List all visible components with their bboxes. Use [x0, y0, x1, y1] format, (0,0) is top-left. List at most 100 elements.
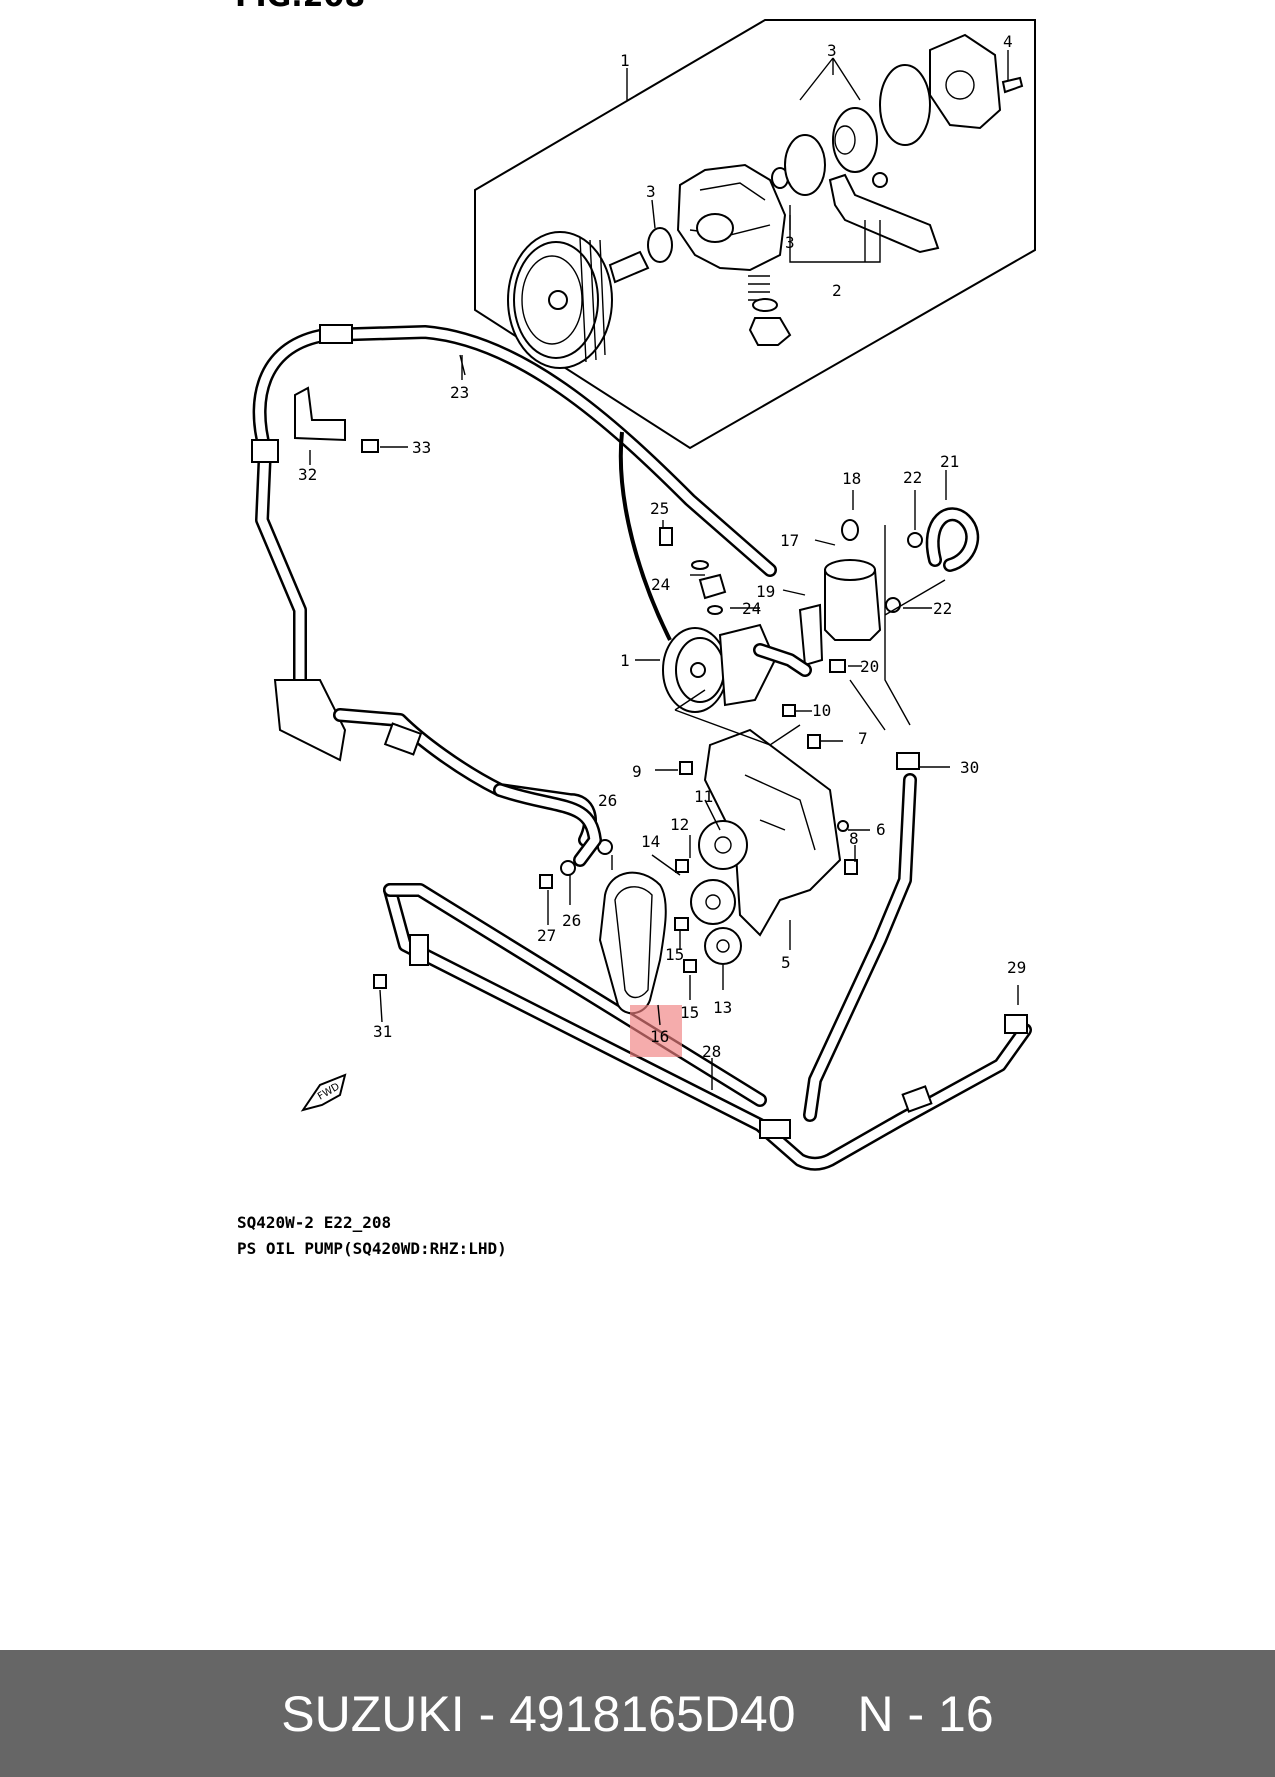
callout-30: 30: [960, 758, 979, 777]
seal-ring: [647, 227, 673, 263]
footer-bar: SUZUKI - 4918165D40 N - 16: [0, 1650, 1275, 1777]
callout-25: 25: [650, 499, 669, 518]
callout-26a: 26: [598, 791, 617, 810]
callout-7: 7: [858, 729, 868, 748]
exploded-view-frame: [474, 19, 1036, 450]
figure-title: FIG.208: [235, 0, 365, 14]
bolt-10: [782, 704, 796, 717]
pipe-bolt: [872, 172, 888, 188]
callout-16: 16: [650, 1027, 669, 1046]
selected-part-highlight: [630, 1005, 682, 1057]
pump-shaft: [608, 250, 650, 284]
bolt-7: [807, 734, 821, 749]
pipe-clamp-bracket: [273, 679, 347, 762]
spring-oring: [752, 298, 778, 312]
parts-diagram: FIG.208: [235, 0, 1036, 1171]
pressure-hose: [252, 325, 777, 577]
bolt-31: [373, 974, 387, 989]
callout-4: 4: [1003, 32, 1013, 51]
callout-27: 27: [537, 926, 556, 945]
bolt-20: [829, 659, 846, 673]
hose-ferrule-top: [319, 324, 353, 344]
bolt-27: [539, 874, 553, 889]
hose-ferrule-left: [251, 439, 279, 463]
callout-28: 28: [702, 1042, 721, 1061]
washer-24: [691, 560, 709, 570]
callout-3b: 3: [646, 182, 656, 201]
callout-17: 17: [780, 531, 799, 550]
hose-sleeve: [383, 722, 423, 756]
part-number: 4918165D40: [509, 1685, 796, 1742]
reservoir-frame: [849, 525, 946, 731]
callout-22a: 22: [903, 468, 922, 487]
position-label: N - 16: [857, 1685, 994, 1742]
pump-rear-cover: [929, 33, 1002, 130]
tensioner-pulley: [698, 820, 748, 870]
bolt-15b: [683, 959, 697, 973]
washer-6: [837, 820, 849, 832]
fitting-25: [659, 527, 673, 546]
callout-20: 20: [860, 657, 879, 676]
callout-22b: 22: [933, 599, 952, 618]
relief-spring: [748, 275, 770, 301]
bracket-32: [294, 386, 346, 442]
idler-pulley-13: [704, 927, 742, 965]
callout-1b: 1: [620, 651, 630, 670]
oil-reservoir: [824, 519, 882, 641]
callout-2-bracket: [789, 205, 881, 263]
callout-8: 8: [849, 829, 859, 848]
callout-21: 21: [940, 452, 959, 471]
callout-14: 14: [641, 832, 660, 851]
fwd-arrow: FWD: [300, 1073, 347, 1112]
brand-name: SUZUKI: [281, 1685, 465, 1742]
callout-11: 11: [694, 787, 713, 806]
return-pipe: [333, 708, 597, 847]
callout-15a: 15: [665, 945, 684, 964]
cover-bolt: [1001, 76, 1024, 94]
hose-clip-30: [896, 752, 920, 770]
reservoir-bracket: [798, 603, 824, 667]
callout-2: 2: [832, 281, 842, 300]
o-ring-large: [784, 134, 826, 196]
bolt-33: [361, 439, 379, 453]
idler-pulley: [690, 879, 736, 925]
callout-10: 10: [812, 701, 831, 720]
washer-24b: [707, 605, 723, 615]
clip-22a: [907, 532, 923, 548]
pipe-clamp: [409, 934, 429, 966]
callout-18: 18: [842, 469, 861, 488]
bolt-12: [675, 859, 689, 873]
diagram-caption-code: SQ420W-2 E22_208: [237, 1213, 392, 1232]
pump-leader: [618, 431, 672, 641]
hose-clip-29: [1004, 1014, 1028, 1034]
callout-3c: 3: [785, 233, 795, 252]
leader-lines: [309, 50, 1019, 1090]
callout-9: 9: [632, 762, 642, 781]
callout-12: 12: [670, 815, 689, 834]
bolt-8: [844, 859, 858, 875]
callout-29: 29: [1007, 958, 1026, 977]
callout-19: 19: [756, 582, 775, 601]
rotor-cam-ring: [832, 107, 878, 173]
bracket-frame: [674, 689, 801, 746]
callout-24b: 24: [742, 599, 761, 618]
callout-24a: 24: [651, 575, 670, 594]
footer-separator: -: [478, 1685, 496, 1742]
pump-installed: [662, 623, 777, 713]
callout-32: 32: [298, 465, 317, 484]
cover-gasket: [879, 64, 931, 146]
pump-pulley-exploded: [507, 231, 613, 369]
callout-13: 13: [713, 998, 732, 1017]
callout-33: 33: [412, 438, 431, 457]
callout-6: 6: [876, 820, 886, 839]
callout-3a: 3: [827, 41, 837, 60]
diagram-caption-title: PS OIL PUMP(SQ420WD:RHZ:LHD): [237, 1239, 507, 1258]
pump-body-exploded: [676, 163, 787, 272]
callout-31: 31: [373, 1022, 392, 1041]
suction-pipe: [828, 173, 940, 254]
callout-26b: 26: [562, 911, 581, 930]
callout-labels: 1 3 4 3 3 2 23 32 33 18 22 21 17 25 24 1…: [298, 32, 1026, 1061]
callout-23: 23: [450, 383, 469, 402]
drive-belt: [598, 871, 667, 1015]
pipe-joint: [759, 1119, 791, 1139]
